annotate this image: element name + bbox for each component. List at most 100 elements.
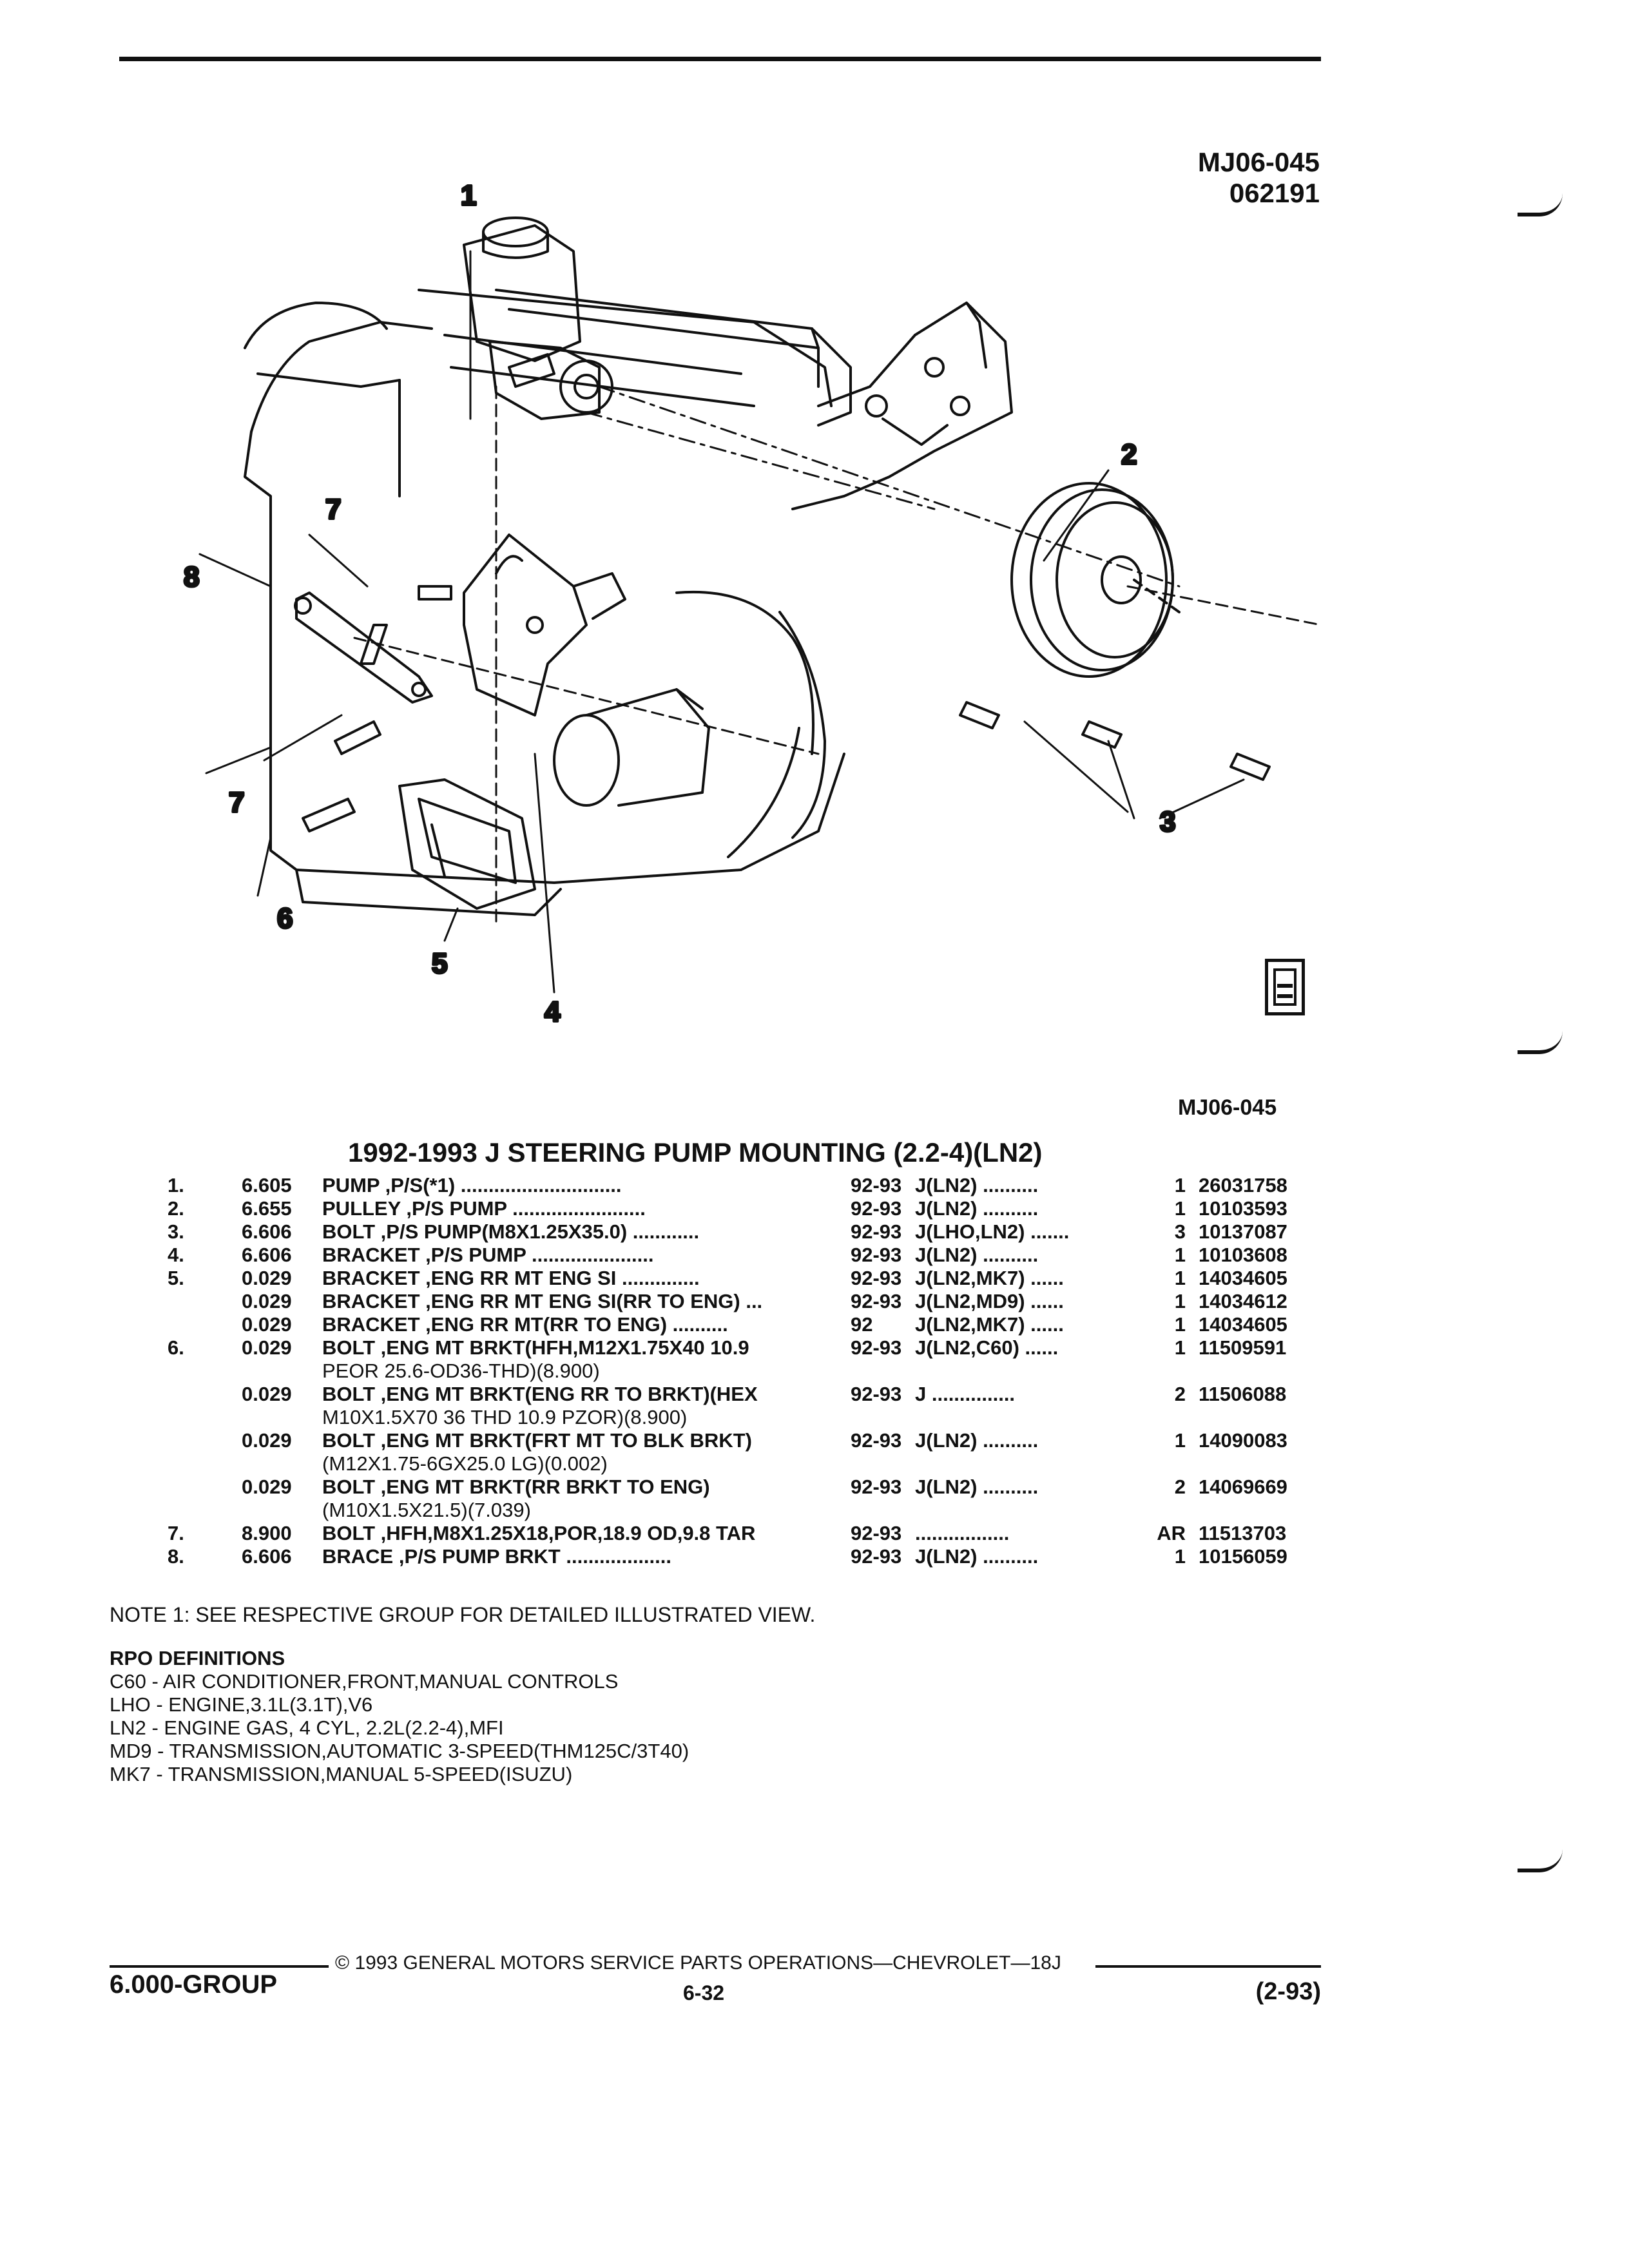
group-number: 0.029 [242, 1336, 292, 1359]
pump-brace [294, 591, 433, 704]
group-number: 0.029 [242, 1290, 292, 1312]
description: BRACKET ,ENG RR MT(RR TO ENG) .......... [322, 1313, 728, 1336]
model-years: 92-93 [851, 1290, 902, 1312]
footer-group: 6.000-GROUP [110, 1970, 278, 1999]
quantity: 1 [1174, 1290, 1186, 1312]
accessory-bracket-plate [791, 302, 1013, 510]
figure-caption-code: MJ06-045 [1178, 1095, 1277, 1120]
figure-date-code: 062191 [1229, 178, 1320, 208]
binder-mark [1518, 1849, 1563, 1872]
bolts [302, 585, 1271, 832]
pump-bracket [463, 533, 626, 716]
callout-4: 4 [545, 996, 561, 1028]
model-years: 92-93 [851, 1475, 902, 1498]
footer-rule-right [1095, 1965, 1321, 1968]
rpo-item: LHO - ENGINE,3.1L(3.1T),V6 [110, 1693, 373, 1716]
description: BRACKET ,P/S PUMP ...................... [322, 1244, 654, 1266]
part-number: 11513703 [1199, 1522, 1287, 1544]
parts-row: 0.029 BOLT ,ENG MT BRKT(RR BRKT TO ENG) 92… [161, 1475, 1327, 1499]
item-number: 1. [168, 1174, 184, 1196]
description: BOLT ,ENG MT BRKT(ENG RR TO BRKT)(HEX [322, 1383, 758, 1405]
rpo-item: LN2 - ENGINE GAS, 4 CYL, 2.2L(2.2-4),MFI [110, 1716, 504, 1739]
footer-revision: (2-93) [1255, 1978, 1321, 2005]
rpo-item: MK7 - TRANSMISSION,MANUAL 5-SPEED(ISUZU) [110, 1763, 573, 1785]
group-number: 6.606 [242, 1220, 292, 1243]
model-years: 92-93 [851, 1545, 902, 1568]
quantity: 2 [1174, 1383, 1186, 1405]
callout-8: 8 [184, 561, 199, 593]
rpo-definitions: RPO DEFINITIONS C60 - AIR CONDITIONER,FR… [110, 1647, 689, 1786]
model-usage: J(LN2,MK7) ...... [915, 1267, 1064, 1289]
description: BOLT ,ENG MT BRKT(FRT MT TO BLK BRKT) [322, 1429, 752, 1452]
model-usage: J(LN2,MK7) ...... [915, 1313, 1064, 1336]
part-number: 10137087 [1199, 1220, 1287, 1243]
parts-row-continuation: (M12X1.75-6GX25.0 LG)(0.002) [161, 1452, 1327, 1475]
footer-copyright: © 1993 GENERAL MOTORS SERVICE PARTS OPER… [335, 1952, 1061, 1974]
binder-mark [1518, 193, 1563, 216]
pump-pulley [1010, 482, 1181, 678]
part-number: 10103593 [1199, 1197, 1287, 1220]
description: PULLEY ,P/S PUMP .......................… [322, 1197, 646, 1220]
group-number: 6.606 [242, 1244, 292, 1266]
quantity: AR [1157, 1522, 1186, 1544]
part-number: 11509591 [1199, 1336, 1287, 1359]
parts-row-continuation: (M10X1.5X21.5)(7.039) [161, 1499, 1327, 1522]
binder-mark [1518, 1031, 1563, 1054]
part-number: 14034605 [1199, 1313, 1287, 1336]
model-years: 92-93 [851, 1174, 902, 1196]
rpo-item: C60 - AIR CONDITIONER,FRONT,MANUAL CONTR… [110, 1670, 619, 1693]
model-years: 92 [851, 1313, 873, 1336]
part-number: 26031758 [1199, 1174, 1287, 1196]
quantity: 1 [1174, 1313, 1186, 1336]
group-number: 6.655 [242, 1197, 292, 1220]
callout-6: 6 [277, 903, 293, 934]
group-number: 0.029 [242, 1383, 292, 1405]
parts-row-continuation: M10X1.5X70 36 THD 10.9 PZOR)(8.900) [161, 1406, 1327, 1429]
engine-block [244, 289, 845, 916]
part-number: 14090083 [1199, 1429, 1287, 1452]
model-years: 92-93 [851, 1220, 902, 1243]
engine-rear-mount-bracket [398, 778, 536, 910]
exploded-view-illustration: 1 2 3 4 5 6 7 7 8 [174, 174, 1322, 1031]
callout-2: 2 [1121, 439, 1137, 470]
parts-row: 0.029 BOLT ,ENG MT BRKT(ENG RR TO BRKT)(H… [161, 1383, 1327, 1406]
item-number: 3. [168, 1220, 184, 1243]
model-usage: J(LN2) .......... [915, 1197, 1039, 1220]
group-number: 6.606 [242, 1545, 292, 1568]
valve-cover [495, 289, 852, 427]
part-number: 14069669 [1199, 1475, 1287, 1498]
description: BOLT ,HFH,M8X1.25X18,POR,18.9 OD,9.8 TAR [322, 1522, 756, 1544]
description: M10X1.5X70 36 THD 10.9 PZOR)(8.900) [322, 1406, 688, 1428]
quantity: 1 [1174, 1429, 1186, 1452]
group-number: 0.029 [242, 1267, 292, 1289]
parts-row-continuation: PEOR 25.6-OD36-THD)(8.900) [161, 1360, 1327, 1383]
model-years: 92-93 [851, 1429, 902, 1452]
part-number: 11506088 [1199, 1383, 1287, 1405]
description: BOLT ,ENG MT BRKT(RR BRKT TO ENG) [322, 1475, 710, 1498]
group-number: 8.900 [242, 1522, 292, 1544]
group-number: 0.029 [242, 1429, 292, 1452]
model-years: 92-93 [851, 1197, 902, 1220]
model-usage: J ............... [915, 1383, 1016, 1405]
group-number: 0.029 [242, 1475, 292, 1498]
callout-3: 3 [1160, 806, 1175, 838]
description: BRACE ,P/S PUMP BRKT ................... [322, 1545, 672, 1568]
quantity: 1 [1174, 1244, 1186, 1266]
description: (M10X1.5X21.5)(7.039) [322, 1499, 531, 1521]
model-usage: J(LN2) .......... [915, 1244, 1039, 1266]
item-number: 8. [168, 1545, 184, 1568]
model-usage: J(LHO,LN2) ....... [915, 1220, 1070, 1243]
part-number: 10103608 [1199, 1244, 1287, 1266]
quantity: 1 [1174, 1197, 1186, 1220]
description: BRACKET ,ENG RR MT ENG SI .............. [322, 1267, 700, 1289]
description: PUMP ,P/S(*1) ..........................… [322, 1174, 622, 1196]
model-usage: J(LN2,MD9) ...... [915, 1290, 1064, 1312]
model-years: 92-93 [851, 1522, 902, 1544]
rpo-heading: RPO DEFINITIONS [110, 1647, 285, 1669]
